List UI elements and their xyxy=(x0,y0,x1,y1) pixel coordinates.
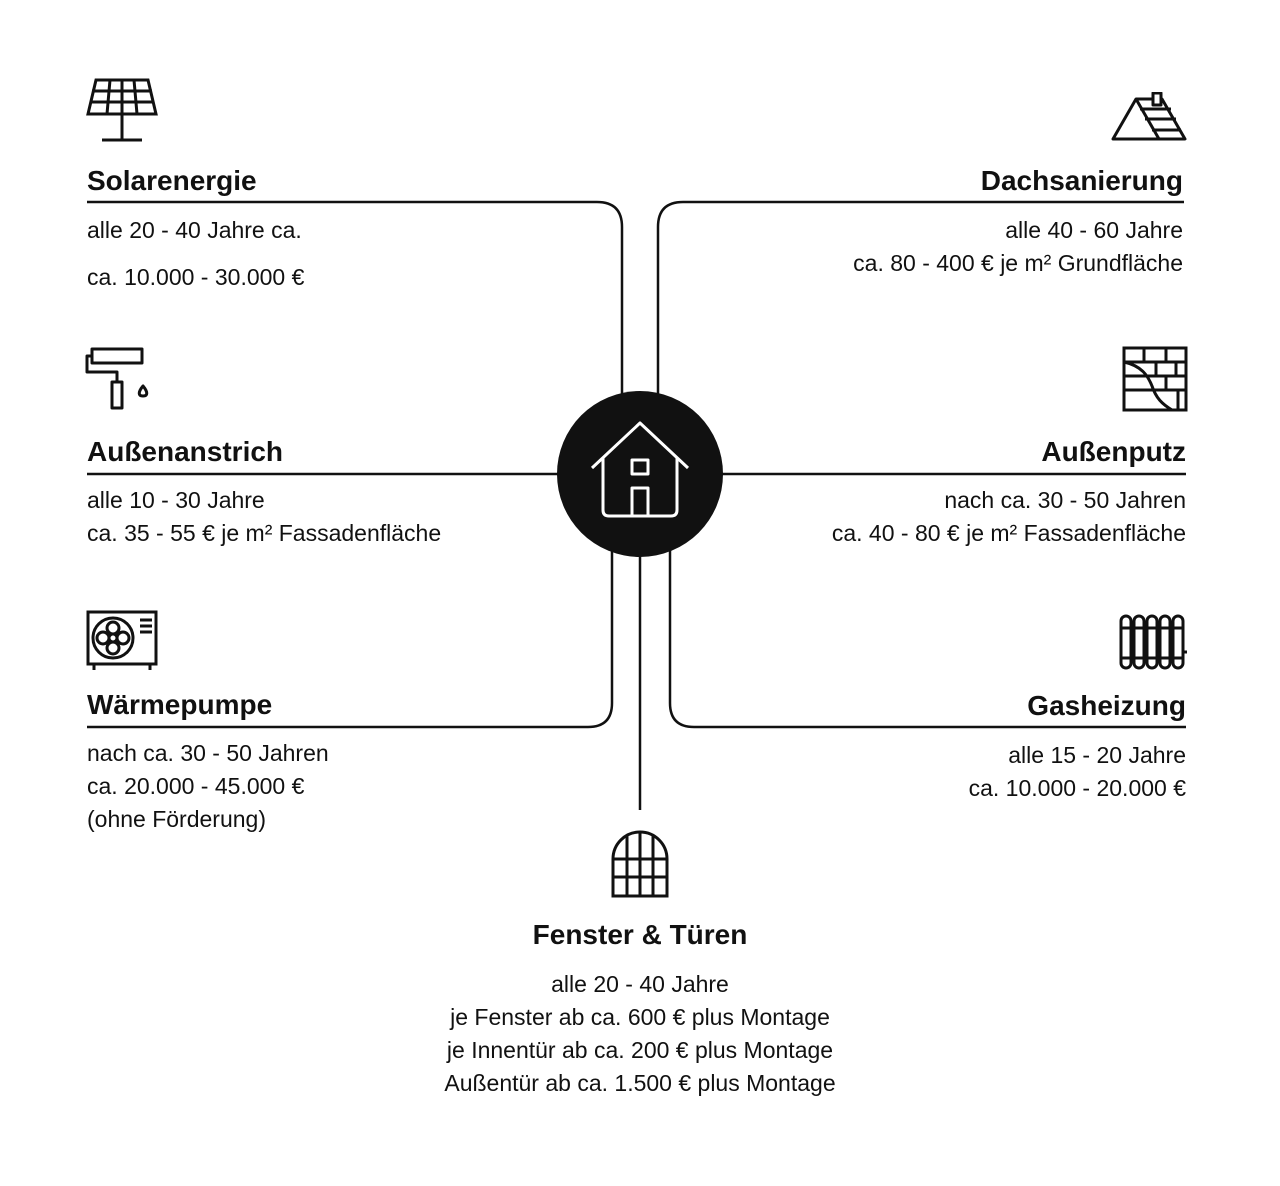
paint-description: alle 10 - 30 Jahre ca. 35 - 55 € je m² F… xyxy=(87,484,441,550)
windows-cost-interior-door: je Innentür ab ca. 200 € plus Montage xyxy=(446,1037,834,1063)
heatpump-title: Wärmepumpe xyxy=(87,689,273,720)
plaster-cost: ca. 40 - 80 € je m² Fassadenfläche xyxy=(831,520,1186,546)
heatpump-cost: ca. 20.000 - 45.000 € xyxy=(87,773,305,799)
house-icon xyxy=(557,391,723,557)
paint-interval: alle 10 - 30 Jahre xyxy=(87,487,265,513)
connector-roof xyxy=(656,200,1184,398)
solar-panel-icon xyxy=(86,78,158,142)
paint-cost: ca. 35 - 55 € je m² Fassadenfläche xyxy=(87,520,442,546)
solar-cost: ca. 10.000 - 30.000 € xyxy=(87,264,305,290)
brick-wall-icon xyxy=(1122,346,1188,412)
paint-roller-icon xyxy=(85,347,149,410)
radiator-icon xyxy=(1119,614,1187,670)
heat-pump-icon xyxy=(86,610,158,670)
arched-window-icon xyxy=(611,830,669,898)
plaster-title: Außenputz xyxy=(1041,436,1186,467)
windows-description: alle 20 - 40 Jahre je Fenster ab ca. 600… xyxy=(340,968,940,1100)
gas-description: alle 15 - 20 Jahre ca. 10.000 - 20.000 € xyxy=(969,739,1186,805)
heatpump-note: (ohne Förderung) xyxy=(87,806,266,832)
gas-interval: alle 15 - 20 Jahre xyxy=(1008,742,1186,768)
paint-title: Außenanstrich xyxy=(87,436,284,467)
connector-heatpump xyxy=(87,548,614,729)
windows-interval: alle 20 - 40 Jahre xyxy=(551,971,729,997)
roof-description: alle 40 - 60 Jahre ca. 80 - 400 € je m² … xyxy=(853,214,1183,280)
connector-gas xyxy=(668,548,1186,729)
plaster-description: nach ca. 30 - 50 Jahren ca. 40 - 80 € je… xyxy=(832,484,1186,550)
roof-interval: alle 40 - 60 Jahre xyxy=(1005,217,1183,243)
connector-solar xyxy=(87,200,624,398)
solar-title: Solarenergie xyxy=(87,165,257,196)
plaster-interval: nach ca. 30 - 50 Jahren xyxy=(944,487,1186,513)
roof-cost: ca. 80 - 400 € je m² Grundfläche xyxy=(853,250,1183,276)
solar-description: alle 20 - 40 Jahre ca. ca. 10.000 - 30.0… xyxy=(87,214,304,294)
heatpump-description: nach ca. 30 - 50 Jahren ca. 20.000 - 45.… xyxy=(87,737,329,836)
solar-interval: alle 20 - 40 Jahre ca. xyxy=(87,217,302,243)
roof-title: Dachsanierung xyxy=(980,165,1183,196)
windows-title: Fenster & Türen xyxy=(532,919,748,950)
windows-cost-exterior-door: Außentür ab ca. 1.500 € plus Montage xyxy=(444,1070,836,1096)
gas-title: Gasheizung xyxy=(1027,690,1186,721)
gas-cost: ca. 10.000 - 20.000 € xyxy=(968,775,1186,801)
heatpump-interval: nach ca. 30 - 50 Jahren xyxy=(87,740,329,766)
windows-cost-window: je Fenster ab ca. 600 € plus Montage xyxy=(450,1004,830,1030)
roof-icon xyxy=(1111,92,1187,141)
